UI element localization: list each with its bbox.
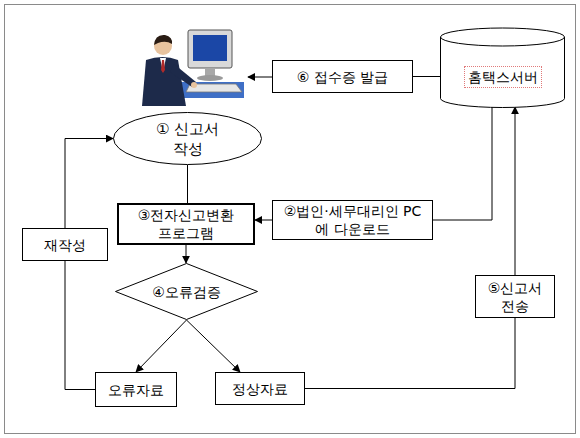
flow-connector (65, 261, 95, 390)
flow-connector (187, 320, 241, 372)
person-shirt (160, 58, 166, 72)
node-text-holder: 정상자료 (216, 373, 304, 404)
node-text-holder: ⑤신고서 전송 (476, 276, 554, 317)
flow-connector (305, 318, 515, 389)
computer-user-illustration (142, 30, 244, 106)
person-body (142, 57, 186, 106)
monitor-base (197, 75, 223, 81)
receipt-leader-arrow (248, 77, 272, 78)
person-hand (191, 82, 197, 88)
decision-diamond: ④오류검증 (115, 263, 258, 320)
node-text-holder: 오류자료 (96, 373, 176, 406)
node-text-holder: ②법인·세무대리인 PC에 다운로드 (273, 201, 432, 239)
flow-connector (413, 76, 440, 77)
node-label: ④오류검증 (152, 283, 221, 301)
flow-connector (136, 320, 187, 372)
server-cylinder: 홈택스서버 (440, 28, 565, 108)
start-ellipse: ① 신고서 작성 (113, 112, 262, 165)
node-label: ②법인·세무대리인 PC에 다운로드 (283, 202, 422, 238)
outer-frame (5, 5, 576, 434)
step-box: ⑥ 접수증 발급 (272, 60, 413, 93)
node-label: 홈택스서버 (464, 66, 542, 88)
node-text-holder: ⑥ 접수증 발급 (273, 61, 412, 92)
flow-connector (65, 139, 113, 229)
flow-connector (515, 107, 516, 275)
node-text-holder: ④오류검증 (115, 263, 258, 320)
person-arm (170, 64, 196, 87)
flow-connector (433, 107, 492, 220)
step-box: ②법인·세무대리인 PC에 다운로드 (272, 200, 433, 240)
monitor (188, 30, 232, 68)
node-label: 정상자료 (232, 380, 288, 398)
diamond-shape (116, 264, 258, 320)
node-text-holder: 재작성 (23, 229, 107, 260)
node-label: ⑥ 접수증 발급 (297, 68, 388, 86)
step-box: ⑤신고서 전송 (475, 275, 555, 318)
flow-connector (255, 220, 272, 221)
cylinder-rim (441, 37, 565, 46)
person-tie (161, 60, 165, 73)
cylinder-body (441, 28, 565, 108)
ellipse-shape (114, 113, 262, 165)
monitor-screen (193, 35, 227, 61)
flow-connector (187, 165, 188, 203)
process-box: ③전자신고변환 프로그램 (117, 203, 255, 245)
node-text-holder: ① 신고서 작성 (113, 112, 262, 165)
person-hair (154, 35, 172, 45)
result-box: 오류자료 (95, 372, 177, 407)
node-label: ③전자신고변환 프로그램 (129, 206, 243, 242)
desk (178, 82, 244, 98)
monitor-stand (205, 68, 215, 76)
result-box: 정상자료 (215, 372, 305, 405)
flow-connector (186, 245, 187, 263)
node-text-holder: ③전자신고변환 프로그램 (119, 205, 253, 243)
node-label: 오류자료 (108, 381, 164, 399)
step-box: 재작성 (22, 228, 108, 261)
node-label: ⑤신고서 전송 (484, 279, 546, 315)
node-label: 재작성 (44, 236, 86, 254)
node-label: ① 신고서 작성 (147, 119, 228, 159)
node-text-holder: 홈택스서버 (440, 28, 565, 108)
